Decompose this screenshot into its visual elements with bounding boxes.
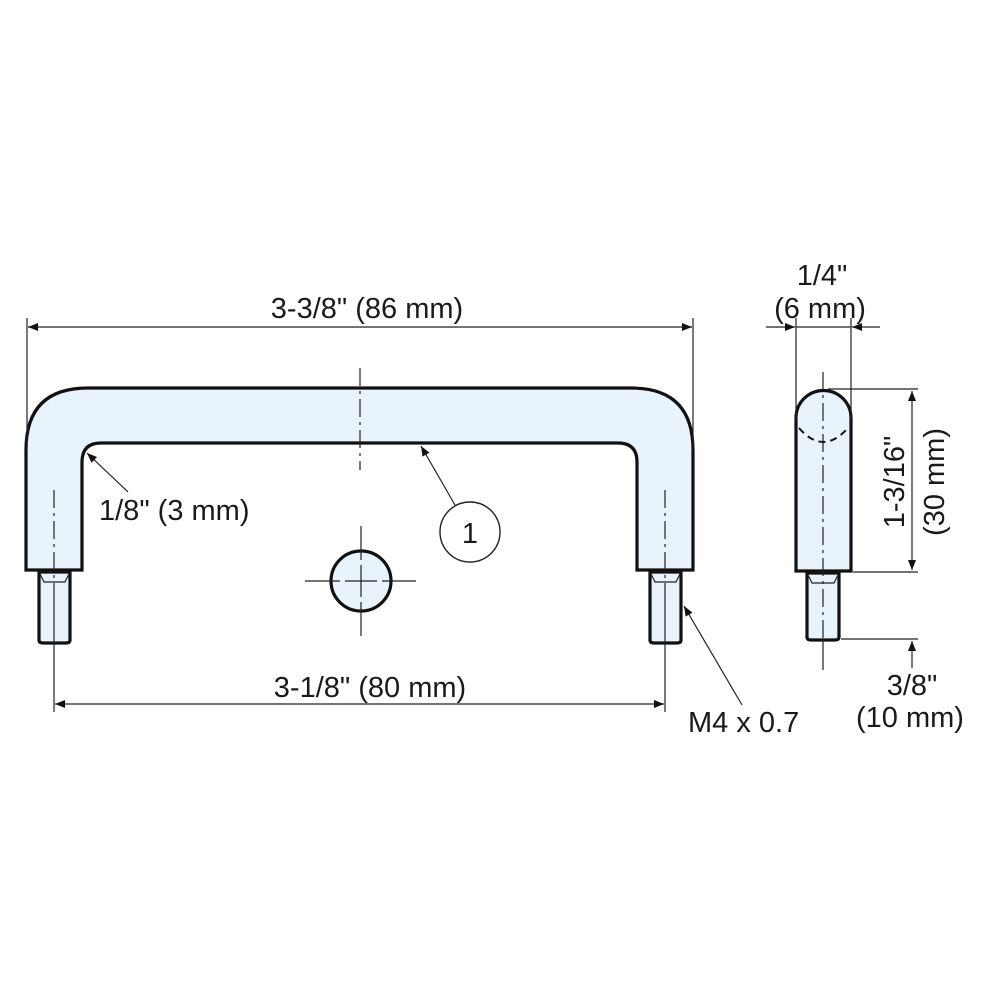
balloon-leader	[420, 445, 456, 506]
bend-radius-label: 1/8" (3 mm)	[99, 495, 249, 527]
height-label-inch: 1-3/16"	[879, 436, 911, 529]
stud-length-label-inch: 3/8"	[887, 670, 938, 702]
stud-length-label-mm: (10 mm)	[856, 702, 964, 734]
thread-leader	[683, 605, 743, 706]
balloon-number: 1	[462, 518, 478, 550]
thread-label: M4 x 0.7	[688, 707, 799, 739]
diameter-label-inch: 1/4"	[797, 260, 848, 292]
front-view	[24, 318, 743, 712]
height-label-mm: (30 mm)	[919, 428, 951, 536]
mounting-hole	[305, 526, 416, 636]
part-balloon	[439, 501, 501, 563]
bend-radius-leader	[86, 452, 129, 493]
center-distance-label: 3-1/8" (80 mm)	[274, 672, 466, 704]
diameter-label-mm: (6 mm)	[774, 293, 866, 325]
side-view	[766, 318, 918, 670]
overall-width-label: 3-3/8" (86 mm)	[271, 293, 463, 325]
